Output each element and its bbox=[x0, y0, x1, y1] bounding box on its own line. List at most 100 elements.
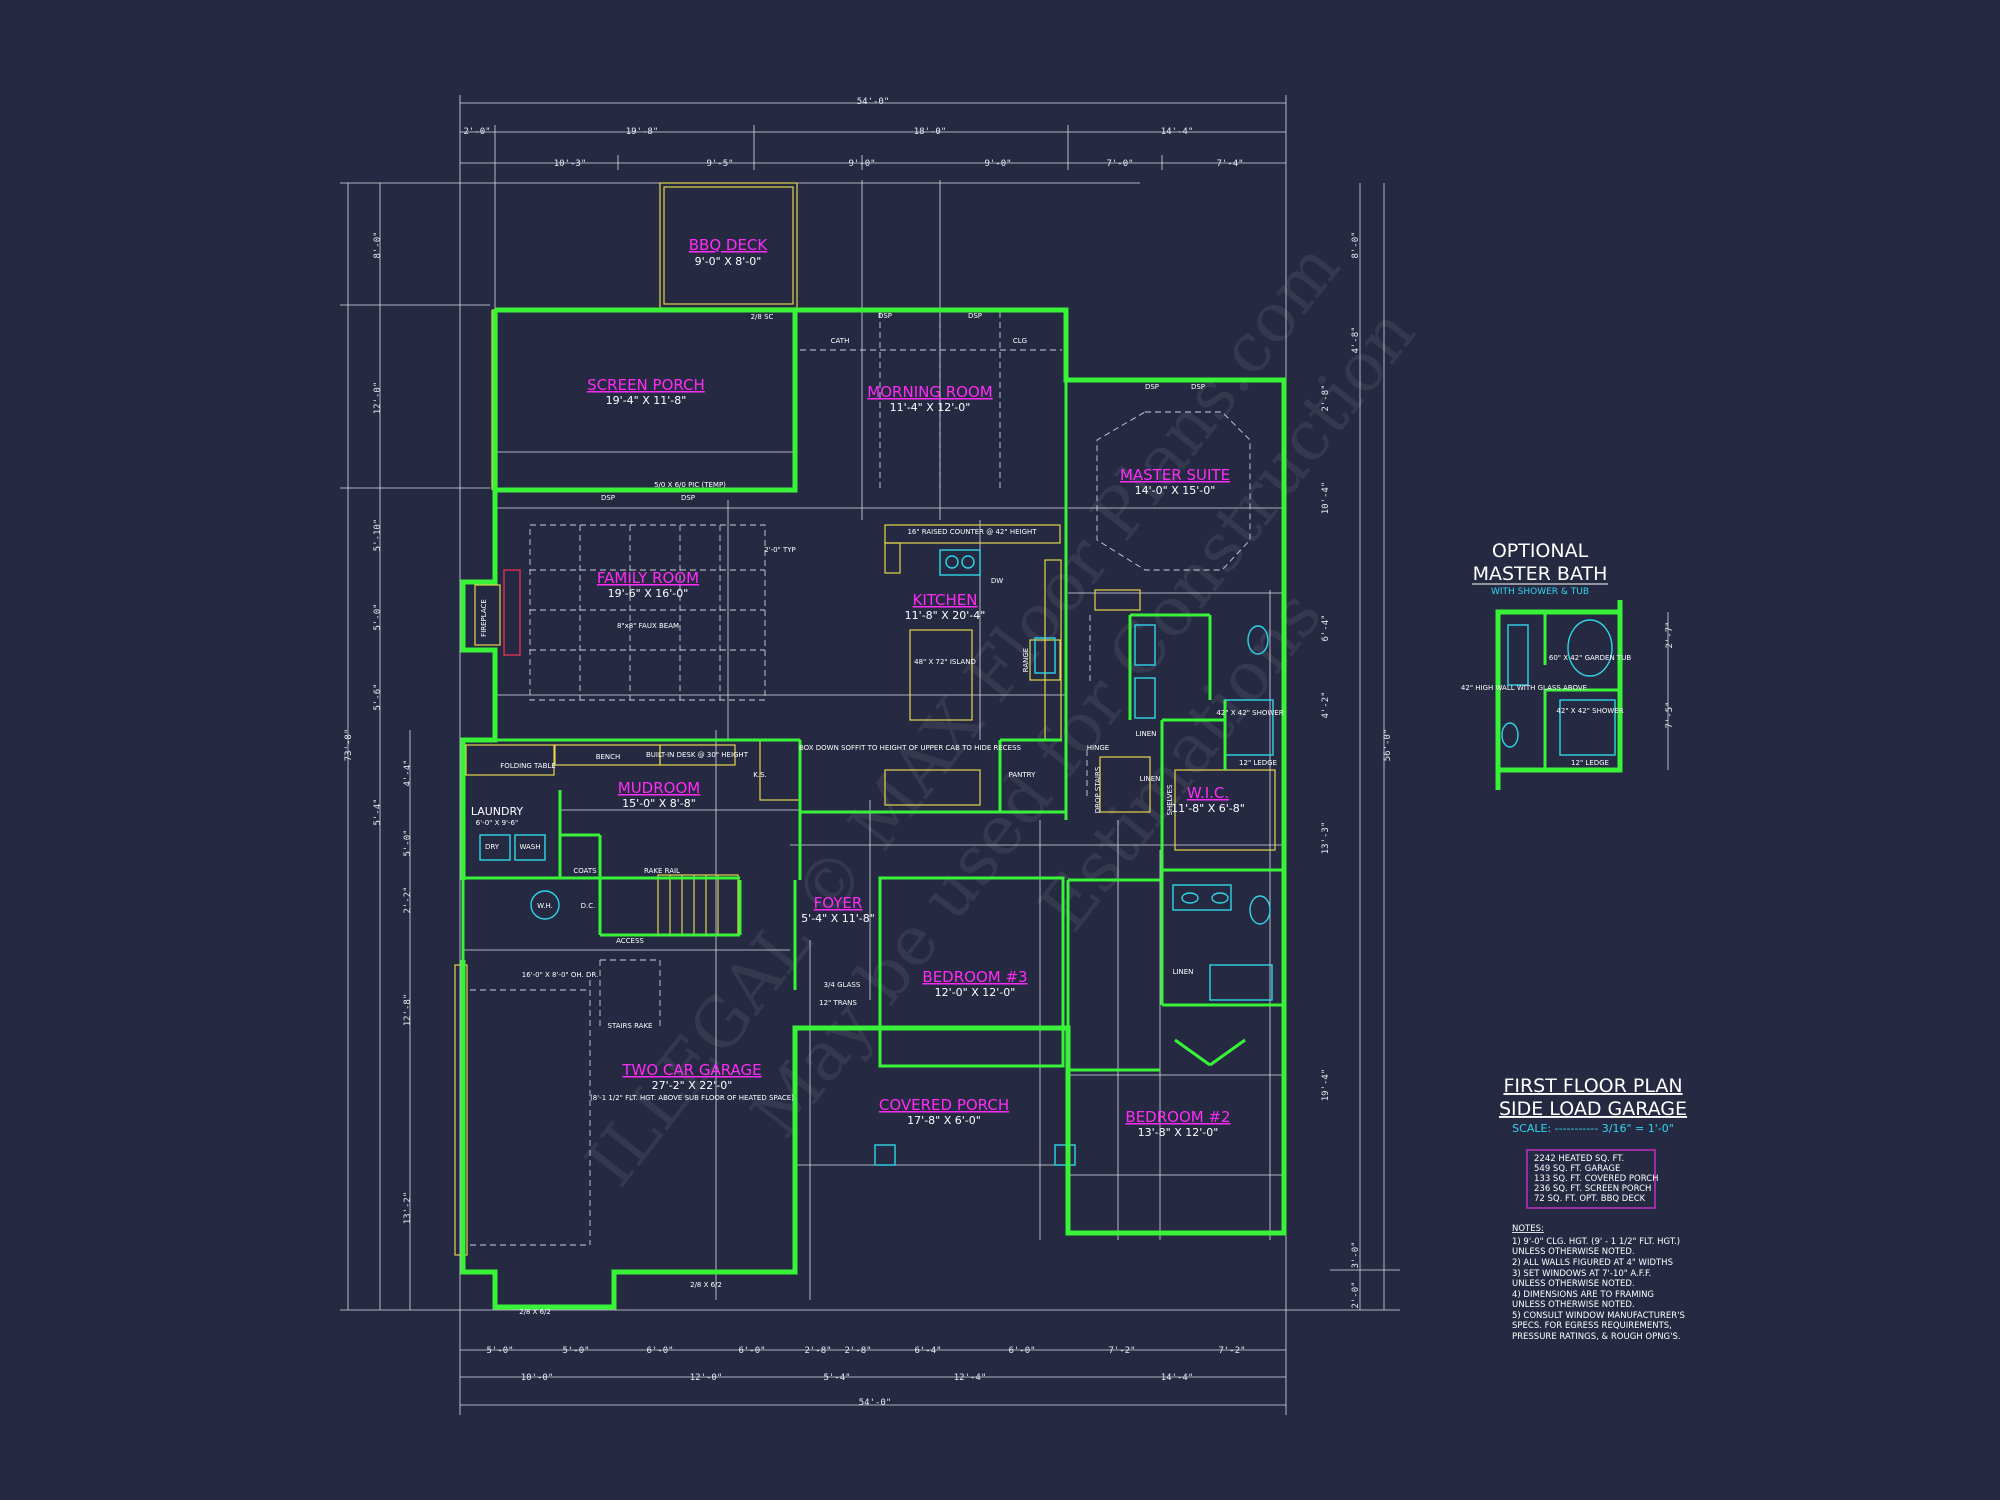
opt-bath-shower: 42" X 42" SHOWER bbox=[1556, 707, 1623, 715]
dim-left: 13'-2" bbox=[403, 1192, 413, 1225]
dim-left: 4'-4" bbox=[403, 759, 413, 786]
label-transom: 12" TRANS bbox=[819, 999, 857, 1007]
dim-right: 3'-0" bbox=[1351, 1241, 1361, 1268]
dim-top-row1: 19'-8" bbox=[626, 127, 659, 137]
plan-title-line1: FIRST FLOOR PLAN bbox=[1503, 1075, 1682, 1097]
room-mudroom-size: 15'-0" X 8'-8" bbox=[622, 797, 696, 810]
room-laundry-size: 6'-0" X 9'-6" bbox=[476, 819, 518, 827]
note-line: 5) CONSULT WINDOW MANUFACTURER'S bbox=[1512, 1311, 1685, 1321]
label-linen: LINEN bbox=[1173, 968, 1194, 976]
watermark: ILLEGAL © MAX Floor Plans.com May be use… bbox=[571, 229, 1431, 1201]
label-shower: 42" X 42" SHOWER bbox=[1216, 709, 1283, 717]
label-typ: 2'-0" TYP bbox=[764, 546, 796, 554]
label-pantry: PANTRY bbox=[1009, 771, 1036, 779]
dimension-labels: 54'-0" 54'-0" 73'-8" 56'-0" 2'-0" 19'-8"… bbox=[344, 97, 1393, 1408]
label-dsp: DSP bbox=[1191, 383, 1205, 391]
room-labels: BBQ DECK 9'-0" X 8'-0" SCREEN PORCH 19'-… bbox=[471, 236, 1245, 1139]
dim-left: 8'-0" bbox=[373, 231, 383, 258]
dim-bottom-row1: 5'-0" bbox=[562, 1346, 589, 1356]
dim-right: 10'-4" bbox=[1321, 482, 1331, 515]
dim-bottom-row2: 12'-0" bbox=[690, 1373, 723, 1383]
dim-bottom-row1: 7'-2" bbox=[1108, 1346, 1135, 1356]
dim-right: 4'-8" bbox=[1351, 326, 1361, 353]
room-bedroom2-name: BEDROOM #2 bbox=[1125, 1108, 1230, 1126]
room-bbq-deck-name: BBQ DECK bbox=[689, 236, 769, 254]
dim-bottom-row1: 2'-8" bbox=[804, 1346, 831, 1356]
label-porch-window: 5/0 X 6/0 PIC (TEMP) bbox=[654, 481, 726, 489]
room-covered-porch-size: 17'-8" X 6'-0" bbox=[907, 1114, 981, 1127]
label-dsp: DSP bbox=[1145, 383, 1159, 391]
dim-right: 8'-0" bbox=[1351, 231, 1361, 258]
room-garage-name: TWO CAR GARAGE bbox=[621, 1061, 761, 1079]
label-dw: DW bbox=[991, 577, 1003, 585]
dim-right-total: 56'-0" bbox=[1383, 729, 1393, 762]
room-kitchen: KITCHEN 11'-8" X 20'-4" bbox=[905, 591, 986, 622]
room-screen-porch-name: SCREEN PORCH bbox=[587, 376, 705, 394]
label-dsp: DSP bbox=[601, 494, 615, 502]
dim-bottom-total: 54'-0" bbox=[859, 1398, 892, 1408]
opt-bath-title-1: OPTIONAL bbox=[1492, 540, 1589, 562]
label-water-heater: W.H. bbox=[537, 902, 553, 910]
room-master-suite: MASTER SUITE 14'-0" X 15'-0" bbox=[1120, 466, 1230, 497]
room-laundry: LAUNDRY 6'-0" X 9'-6" bbox=[471, 805, 524, 827]
note-line: 2) ALL WALLS FIGURED AT 4" WIDTHS bbox=[1512, 1258, 1673, 1268]
room-morning-room-size: 11'-4" X 12'-0" bbox=[890, 401, 971, 414]
dim-bottom-row1: 7'-2" bbox=[1218, 1346, 1245, 1356]
label-hinge: HINGE bbox=[1087, 744, 1109, 752]
room-bedroom2-size: 13'-8" X 12'-0" bbox=[1138, 1126, 1219, 1139]
label-ks: K.S. bbox=[753, 771, 766, 779]
room-two-car-garage: TWO CAR GARAGE 27'-2" X 22'-0" (8'-1 1/2… bbox=[590, 1061, 794, 1102]
label-garage-door: 16'-0" X 8'-0" OH. DR. bbox=[522, 971, 598, 979]
room-wic-name: W.I.C. bbox=[1187, 784, 1229, 802]
label-island: 48" X 72" ISLAND bbox=[914, 658, 976, 666]
framing-details bbox=[454, 182, 1276, 1256]
label-faux-beam: 8"x8" FAUX BEAM bbox=[617, 622, 679, 630]
plan-scale: SCALE: ----------- 3/16" = 1'-0" bbox=[1512, 1122, 1674, 1135]
room-morning-room-name: MORNING ROOM bbox=[867, 383, 992, 401]
dim-left: 5'-10" bbox=[373, 519, 383, 552]
dim-top-row1: 14'-4" bbox=[1161, 127, 1194, 137]
area-stat: 549 SQ. FT. GARAGE bbox=[1534, 1164, 1620, 1174]
label-dc: D.C. bbox=[581, 902, 596, 910]
room-master-suite-size: 14'-0" X 15'-0" bbox=[1135, 484, 1216, 497]
dim-bottom-row1: 6'-0" bbox=[1008, 1346, 1035, 1356]
dim-left: 5'-0" bbox=[403, 829, 413, 856]
dim-bottom-row1: 6'-0" bbox=[646, 1346, 673, 1356]
label-dsp: DSP bbox=[878, 312, 892, 320]
dimension-lines bbox=[340, 95, 1400, 1415]
dim-bottom-row2: 12'-4" bbox=[954, 1373, 987, 1383]
dim-top-row2: 7'-0" bbox=[1106, 159, 1133, 169]
dim-left: 2'-2" bbox=[403, 886, 413, 913]
dim-left: 12'-0" bbox=[373, 382, 383, 415]
interior-walls bbox=[558, 380, 1284, 1072]
note-line: 4) DIMENSIONS ARE TO FRAMING bbox=[1512, 1290, 1654, 1300]
room-bbq-deck-size: 9'-0" X 8'-0" bbox=[695, 255, 762, 268]
notes-heading: NOTES: bbox=[1512, 1224, 1544, 1234]
dim-left: 5'-0" bbox=[373, 603, 383, 630]
label-drop-stairs: DROP STAIRS bbox=[1094, 766, 1102, 813]
dim-top-row2: 10'-3" bbox=[554, 159, 587, 169]
label-raised-counter: 16" RAISED COUNTER @ 42" HEIGHT bbox=[907, 528, 1037, 536]
room-garage-note: (8'-1 1/2" FLT. HGT. ABOVE SUB FLOOR OF … bbox=[590, 1094, 794, 1102]
label-bench: BENCH bbox=[596, 753, 621, 761]
dim-top-row2: 9'-0" bbox=[984, 159, 1011, 169]
room-screen-porch-size: 19'-4" X 11'-8" bbox=[606, 394, 687, 407]
room-family-room-size: 19'-6" X 16'-0" bbox=[608, 587, 689, 600]
dim-top-total: 54'-0" bbox=[857, 97, 890, 107]
dim-left-total: 73'-8" bbox=[344, 729, 354, 762]
dim-right: 19'-4" bbox=[1321, 1069, 1331, 1102]
watermark-line-2: May be used for Construction bbox=[736, 294, 1431, 1152]
label-ledge: 12" LEDGE bbox=[1239, 759, 1277, 767]
room-covered-porch: COVERED PORCH 17'-8" X 6'-0" bbox=[879, 1096, 1009, 1127]
dim-top-row1: 18'-0" bbox=[914, 127, 947, 137]
label-dsp: DSP bbox=[968, 312, 982, 320]
label-deck-door: 2/8 SC bbox=[751, 313, 774, 321]
dim-right: 6'-4" bbox=[1321, 614, 1331, 641]
label-fireplace: FIREPLACE bbox=[480, 599, 488, 637]
note-line: 3) SET WINDOWS AT 7'-10" A.F.F. bbox=[1512, 1269, 1651, 1279]
note-line: UNLESS OTHERWISE NOTED. bbox=[1512, 1247, 1635, 1257]
label-clg: CLG bbox=[1013, 337, 1027, 345]
label-folding-table: FOLDING TABLE bbox=[500, 762, 555, 770]
optional-master-bath: OPTIONAL MASTER BATH WITH SHOWER & TUB 6… bbox=[1461, 540, 1675, 790]
label-front-door: 3/4 GLASS bbox=[824, 981, 861, 989]
